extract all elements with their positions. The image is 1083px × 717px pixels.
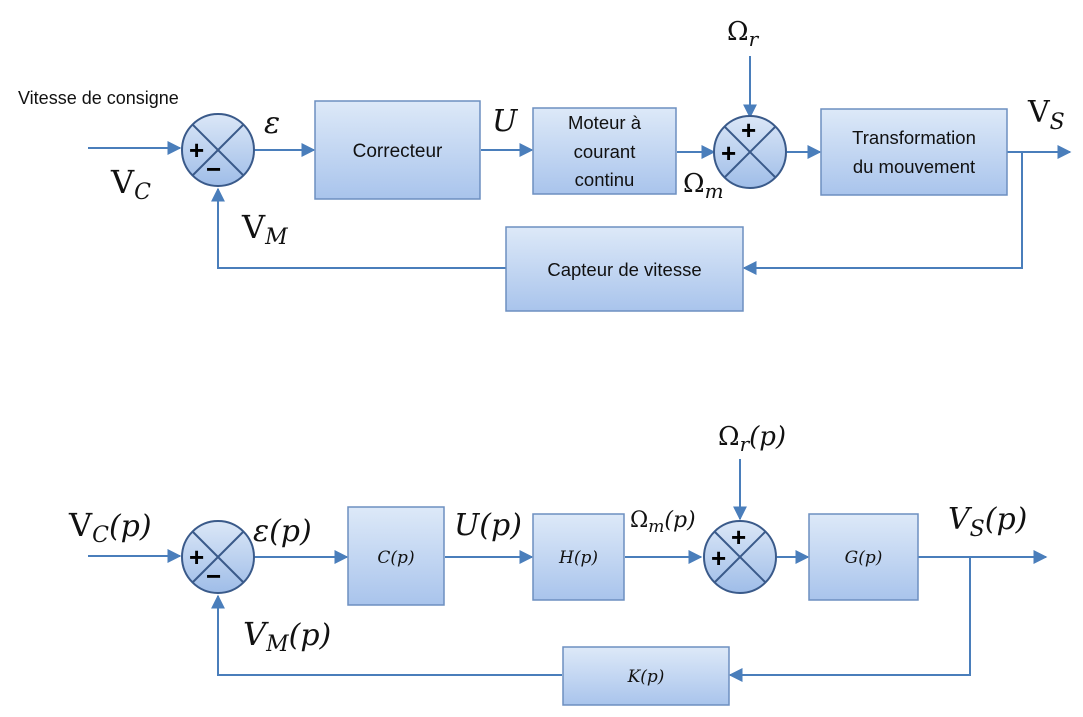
plus-sign: + xyxy=(721,138,736,168)
signal-vs: VS xyxy=(1027,95,1065,135)
svg-text:Transformation: Transformation xyxy=(852,127,976,148)
signal-omega-m: Ωm xyxy=(683,169,724,203)
signal-u-p: U(p) xyxy=(454,508,522,543)
top-diagram: + − + + Correcteur Moteur à courant cont… xyxy=(18,17,1072,312)
svg-text:continu: continu xyxy=(575,169,635,190)
signal-omega-r: Ωr xyxy=(727,17,760,51)
top-summing-junction-2: + + xyxy=(713,115,787,189)
signal-epsilon-p: ε(p) xyxy=(253,514,312,549)
top-summing-junction-1: + − xyxy=(181,113,255,187)
bottom-wire-feedback-in xyxy=(211,594,562,676)
svg-text:Capteur de vitesse: Capteur de vitesse xyxy=(547,259,701,280)
block-transformation: Transformation du mouvement xyxy=(820,108,1008,196)
top-wire-feedback-out xyxy=(742,152,1023,275)
signal-vc-p: VC(p) xyxy=(68,506,152,548)
minus-sign: − xyxy=(206,561,221,591)
signal-omega-r-p: Ωr(p) xyxy=(718,422,786,456)
block-moteur: Moteur à courant continu xyxy=(532,107,677,195)
svg-text:G(p): G(p) xyxy=(845,548,883,568)
bottom-wire-feedback-out xyxy=(728,557,971,682)
setpoint-label: Vitesse de consigne xyxy=(18,88,179,108)
signal-vm: VM xyxy=(241,208,288,250)
top-wire-feedback-in xyxy=(211,187,506,269)
block-h: H(p) xyxy=(532,513,625,601)
signal-vc: VC xyxy=(110,163,151,205)
block-c: C(p) xyxy=(347,506,445,606)
bottom-diagram: + − + + C(p) H(p) G(p) K(p) xyxy=(68,422,1048,706)
svg-text:C(p): C(p) xyxy=(377,548,414,568)
plus-sign: + xyxy=(741,115,756,145)
signal-vs-p: VS(p) xyxy=(948,502,1027,542)
plus-sign: + xyxy=(711,543,726,573)
svg-text:H(p): H(p) xyxy=(558,548,598,568)
block-g: G(p) xyxy=(808,513,919,601)
plus-sign: + xyxy=(189,135,204,165)
block-capteur: Capteur de vitesse xyxy=(505,226,744,312)
bottom-summing-junction-1: + − xyxy=(181,520,255,594)
svg-text:du mouvement: du mouvement xyxy=(853,156,975,177)
svg-text:Correcteur: Correcteur xyxy=(353,141,443,162)
plus-sign: + xyxy=(731,522,746,552)
signal-epsilon: ε xyxy=(264,106,280,141)
block-correcteur: Correcteur xyxy=(314,100,481,200)
plus-sign: + xyxy=(189,542,204,572)
signal-omega-m-p: Ωm(p) xyxy=(630,508,696,537)
block-k: K(p) xyxy=(562,646,730,706)
svg-text:courant: courant xyxy=(574,141,636,162)
signal-vm-p: VM(p) xyxy=(243,615,331,657)
minus-sign: − xyxy=(206,154,221,184)
signal-u: U xyxy=(492,104,519,139)
bottom-summing-junction-2: + + xyxy=(703,520,777,594)
svg-text:K(p): K(p) xyxy=(627,667,665,687)
svg-text:Moteur à: Moteur à xyxy=(568,112,642,133)
